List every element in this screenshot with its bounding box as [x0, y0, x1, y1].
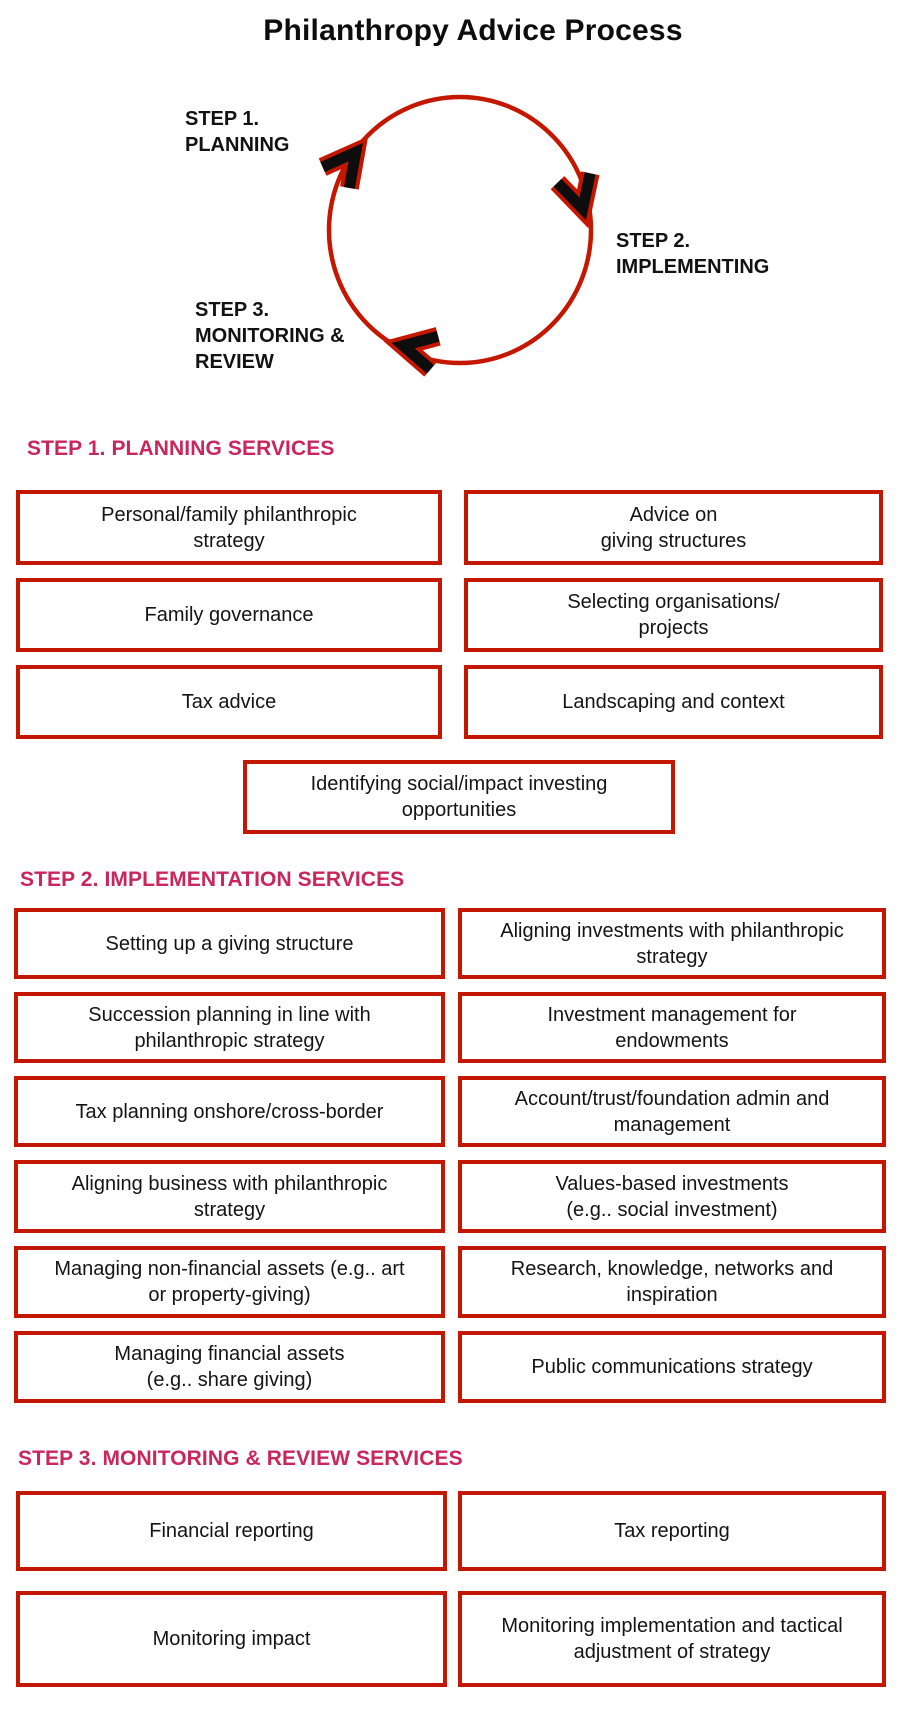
service-box-label: Tax planning onshore/cross-border: [75, 1100, 384, 1123]
service-box: Advice on giving structures: [464, 490, 883, 565]
service-box-label: Aligning business with philanthropic str…: [71, 1172, 388, 1221]
cycle-arrow-step1: [318, 136, 369, 190]
cycle-step3-label: STEP 3. MONITORING & REVIEW: [195, 299, 345, 373]
service-box: Tax advice: [16, 665, 442, 739]
service-box-label: Values-based investments (e.g.. social i…: [555, 1172, 789, 1221]
service-box: Public communications strategy: [458, 1331, 886, 1403]
service-box: Account/trust/foundation admin and manag…: [458, 1076, 886, 1147]
service-box-centered: Identifying social/impact investing oppo…: [243, 760, 675, 834]
service-box: Monitoring implementation and tactical a…: [458, 1591, 886, 1687]
service-box-label: Selecting organisations/ projects: [567, 591, 780, 639]
cycle-diagram: [318, 94, 600, 377]
service-box-label: Public communications strategy: [531, 1356, 813, 1378]
service-box-label: Setting up a giving structure: [105, 932, 354, 955]
service-box: Financial reporting: [16, 1491, 447, 1571]
section2-heading: STEP 2. IMPLEMENTATION SERVICES: [20, 868, 405, 891]
service-box: Aligning investments with philanthropic …: [458, 908, 886, 979]
service-box: Succession planning in line with philant…: [14, 992, 445, 1063]
service-box: Research, knowledge, networks and inspir…: [458, 1246, 886, 1318]
service-box-label: Aligning investments with philanthropic …: [500, 919, 844, 968]
service-box-label: Monitoring impact: [152, 1628, 311, 1650]
service-box-label: Personal/family philanthropic strategy: [101, 503, 357, 552]
service-box-label: Landscaping and context: [562, 691, 785, 713]
cycle-step2-label: STEP 2. IMPLEMENTING: [616, 230, 770, 278]
cycle-circle: [326, 94, 594, 366]
service-box: Family governance: [16, 578, 442, 652]
service-box-label: Managing financial assets (e.g.. share g…: [114, 1343, 345, 1391]
service-box: Setting up a giving structure: [14, 908, 445, 979]
service-box-label: Family governance: [144, 604, 314, 626]
service-box-label: Tax reporting: [614, 1520, 730, 1542]
service-box-label: Succession planning in line with philant…: [88, 1003, 371, 1052]
service-box-label: Advice on giving structures: [600, 503, 747, 552]
cycle-step1-label: STEP 1. PLANNING: [185, 108, 290, 156]
cycle-arrow-step2: [550, 171, 600, 229]
service-box: Aligning business with philanthropic str…: [14, 1160, 445, 1233]
service-box: Managing non-financial assets (e.g.. art…: [14, 1246, 445, 1318]
service-box-label: Investment management for endowments: [547, 1003, 797, 1052]
section3-heading: STEP 3. MONITORING & REVIEW SERVICES: [18, 1447, 463, 1470]
service-box: Tax planning onshore/cross-border: [14, 1076, 445, 1147]
service-box-label: Account/trust/foundation admin and manag…: [514, 1087, 830, 1136]
service-box-label: Monitoring implementation and tactical a…: [501, 1615, 843, 1663]
service-box: Landscaping and context: [464, 665, 883, 739]
service-box-label: Identifying social/impact investing oppo…: [310, 773, 608, 821]
service-box: Personal/family philanthropic strategy: [16, 490, 442, 565]
service-box-label: Tax advice: [181, 691, 277, 713]
section1-heading: STEP 1. PLANNING SERVICES: [27, 437, 335, 460]
page-title: Philanthropy Advice Process: [263, 14, 683, 47]
service-box: Managing financial assets (e.g.. share g…: [14, 1331, 445, 1403]
cycle-arrow-step3: [383, 327, 441, 377]
service-box-label: Financial reporting: [149, 1520, 314, 1542]
service-box: Selecting organisations/ projects: [464, 578, 883, 652]
service-box: Tax reporting: [458, 1491, 886, 1571]
service-box: Values-based investments (e.g.. social i…: [458, 1160, 886, 1233]
service-box: Investment management for endowments: [458, 992, 886, 1063]
service-box-label: Research, knowledge, networks and inspir…: [510, 1258, 834, 1306]
service-box-label: Managing non-financial assets (e.g.. art…: [54, 1258, 405, 1306]
service-box: Monitoring impact: [16, 1591, 447, 1687]
